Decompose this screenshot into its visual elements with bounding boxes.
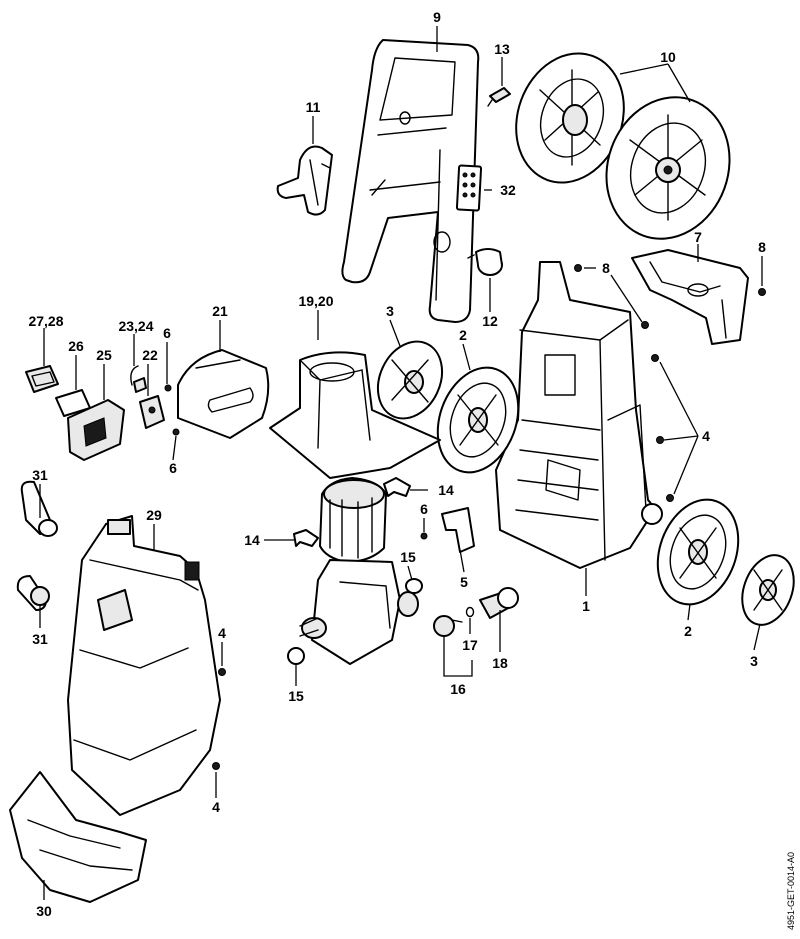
part-4-screws-right [651,354,674,502]
callout-7: 7 [694,229,702,245]
part-15-plug-upper [405,578,423,594]
callout-31-lower: 31 [32,631,48,647]
part-13-clip [487,87,511,107]
part-10-hose-reel [515,52,731,240]
callout-10: 10 [660,49,676,65]
part-2-wheel-upper [436,366,520,474]
callout-23-24: 23,24 [118,318,153,334]
callout-6-lower: 6 [169,460,177,476]
callout-6-upper: 6 [163,325,171,341]
callout-17: 17 [462,637,478,653]
callout-32: 32 [500,182,516,198]
part-8-screws [574,264,766,329]
part-31-connector-upper [20,480,58,537]
callout-9: 9 [433,9,441,25]
part-25-switch-housing [67,399,125,461]
callout-8-right: 8 [758,239,766,255]
part-15-plug-lower [287,647,305,665]
callout-29: 29 [146,507,162,523]
callout-22: 22 [142,347,158,363]
part-2-wheel-lower [656,498,740,606]
callout-4-left-upper: 4 [218,625,226,641]
callout-18: 18 [492,655,508,671]
callout-4-left-lower: 4 [212,799,220,815]
callout-31-upper: 31 [32,467,48,483]
part-7-bracket [631,249,749,345]
callout-15-lower: 15 [288,688,304,704]
callout-16: 16 [450,681,466,697]
part-14-clip-lower [293,529,319,547]
callout-4-right: 4 [702,428,710,444]
callout-25: 25 [96,347,112,363]
callout-14-lower: 14 [244,532,260,548]
callout-5: 5 [460,574,468,590]
part-11-hook [276,145,333,216]
part-17-o-ring [465,606,475,618]
document-id: 4951-GET-0014-A0 [786,852,796,930]
part-6-screws-left [164,384,180,436]
part-5-holder [441,507,475,553]
part-22-microswitch [139,395,165,429]
callout-30: 30 [36,903,52,919]
callout-11: 11 [306,99,321,115]
part-23-24-cable [130,365,147,393]
callout-15-upper: 15 [400,549,416,565]
callout-labels: 9 13 10 11 32 7 8 8 12 27,28 26 25 23,24… [28,9,766,919]
part-9-handle-frame [341,39,480,323]
callout-8-left: 8 [602,260,610,276]
callout-14-upper: 14 [438,482,454,498]
callout-2-upper: 2 [459,327,467,343]
part-32-control-label [455,164,483,212]
motor-pump-assembly [299,477,419,665]
part-1-main-housing [495,261,663,569]
part-18-coupling [479,587,519,619]
leader-lines [39,26,763,900]
part-31-connector-lower [16,575,50,611]
callout-3-lower: 3 [750,653,758,669]
part-30-base-tray [9,771,147,903]
callout-27-28: 27,28 [28,313,63,329]
part-29-front-cover [67,515,221,816]
callout-12: 12 [482,313,498,329]
callout-6-middle: 6 [420,501,428,517]
callout-21: 21 [212,303,228,319]
part-3-hubcap-upper [376,340,444,420]
callout-3-upper: 3 [386,303,394,319]
part-3-hubcap-lower [741,554,795,626]
callout-19-20: 19,20 [298,293,333,309]
callout-13: 13 [494,41,510,57]
part-14-clip-upper [383,477,411,497]
callout-2-lower: 2 [684,623,692,639]
part-16-plug [433,615,463,637]
part-19-20-hose-guide [269,351,441,479]
part-6-screw-middle [420,532,428,540]
callout-1: 1 [582,598,590,614]
part-4-screws-left [212,668,226,770]
part-12-knob [467,248,503,276]
part-21-hood [177,349,270,439]
callout-26: 26 [68,338,84,354]
part-27-28-switch-cap [25,365,59,393]
